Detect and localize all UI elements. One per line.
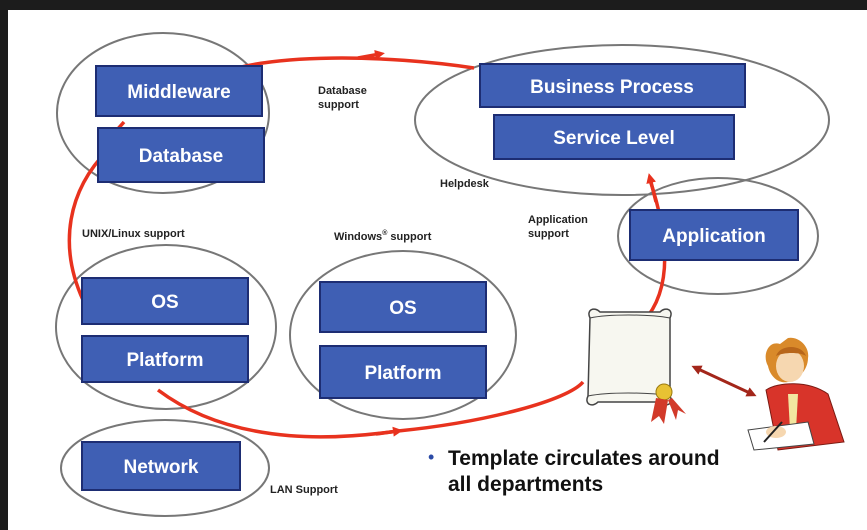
box-unix-os: OS (81, 277, 249, 325)
group-ellipse-windows (289, 250, 517, 420)
label-application-support-line2: support (528, 228, 569, 240)
box-network-label: Network (124, 457, 199, 478)
label-unix-support: UNIX/Linux support (82, 228, 185, 240)
box-windows-platform-label: Platform (364, 363, 441, 384)
label-lan-support: LAN Support (270, 484, 338, 496)
box-database-label: Database (139, 146, 224, 167)
label-application-support-line1: Application (528, 214, 588, 226)
person-writing-icon (747, 337, 845, 451)
box-middleware: Middleware (95, 65, 263, 117)
double-arrow-icon (691, 365, 757, 397)
box-windows-os-label: OS (389, 298, 416, 319)
circulation-cycle-line (67, 148, 110, 301)
box-windows-platform: Platform (319, 345, 487, 399)
box-database: Database (97, 127, 265, 183)
box-windows-os: OS (319, 281, 487, 333)
bullet-line-2: all departments (448, 473, 603, 496)
group-ellipse-unix (55, 244, 277, 410)
cycle-arrow-marker (646, 173, 658, 203)
label-database-support-line2: support (318, 99, 359, 111)
box-network: Network (81, 441, 241, 491)
box-unix-os-label: OS (151, 292, 178, 313)
box-unix-platform: Platform (81, 335, 249, 383)
cycle-arrow-marker (357, 49, 385, 60)
bullet-statement: • Template circulates around all departm… (428, 447, 720, 496)
label-database-support-line1: Database (318, 85, 367, 97)
box-application: Application (629, 209, 799, 261)
support-cycle-diagram: Middleware Database Business Process Ser… (55, 32, 845, 517)
group-ellipse-network (60, 419, 270, 517)
diagram-canvas: Middleware Database Business Process Ser… (8, 10, 867, 530)
box-unix-platform-label: Platform (126, 350, 203, 371)
group-ellipse-database (56, 32, 270, 194)
group-ellipse-business (414, 44, 830, 196)
bullet-marker: • (428, 447, 434, 467)
group-ellipse-application (617, 177, 819, 295)
circulation-cycle-line (397, 380, 585, 433)
bullet-line-1: Template circulates around (448, 447, 720, 470)
box-application-label: Application (662, 226, 765, 247)
label-windows-support: Windows® support (334, 229, 432, 243)
box-middleware-label: Middleware (127, 82, 230, 103)
label-helpdesk: Helpdesk (440, 178, 490, 190)
box-business-process: Business Process (479, 63, 746, 108)
box-service-level: Service Level (493, 114, 735, 160)
cycle-arrow-marker (375, 426, 403, 437)
box-business-process-label: Business Process (530, 77, 694, 98)
template-scroll-icon (586, 308, 686, 424)
box-service-level-label: Service Level (553, 128, 674, 149)
